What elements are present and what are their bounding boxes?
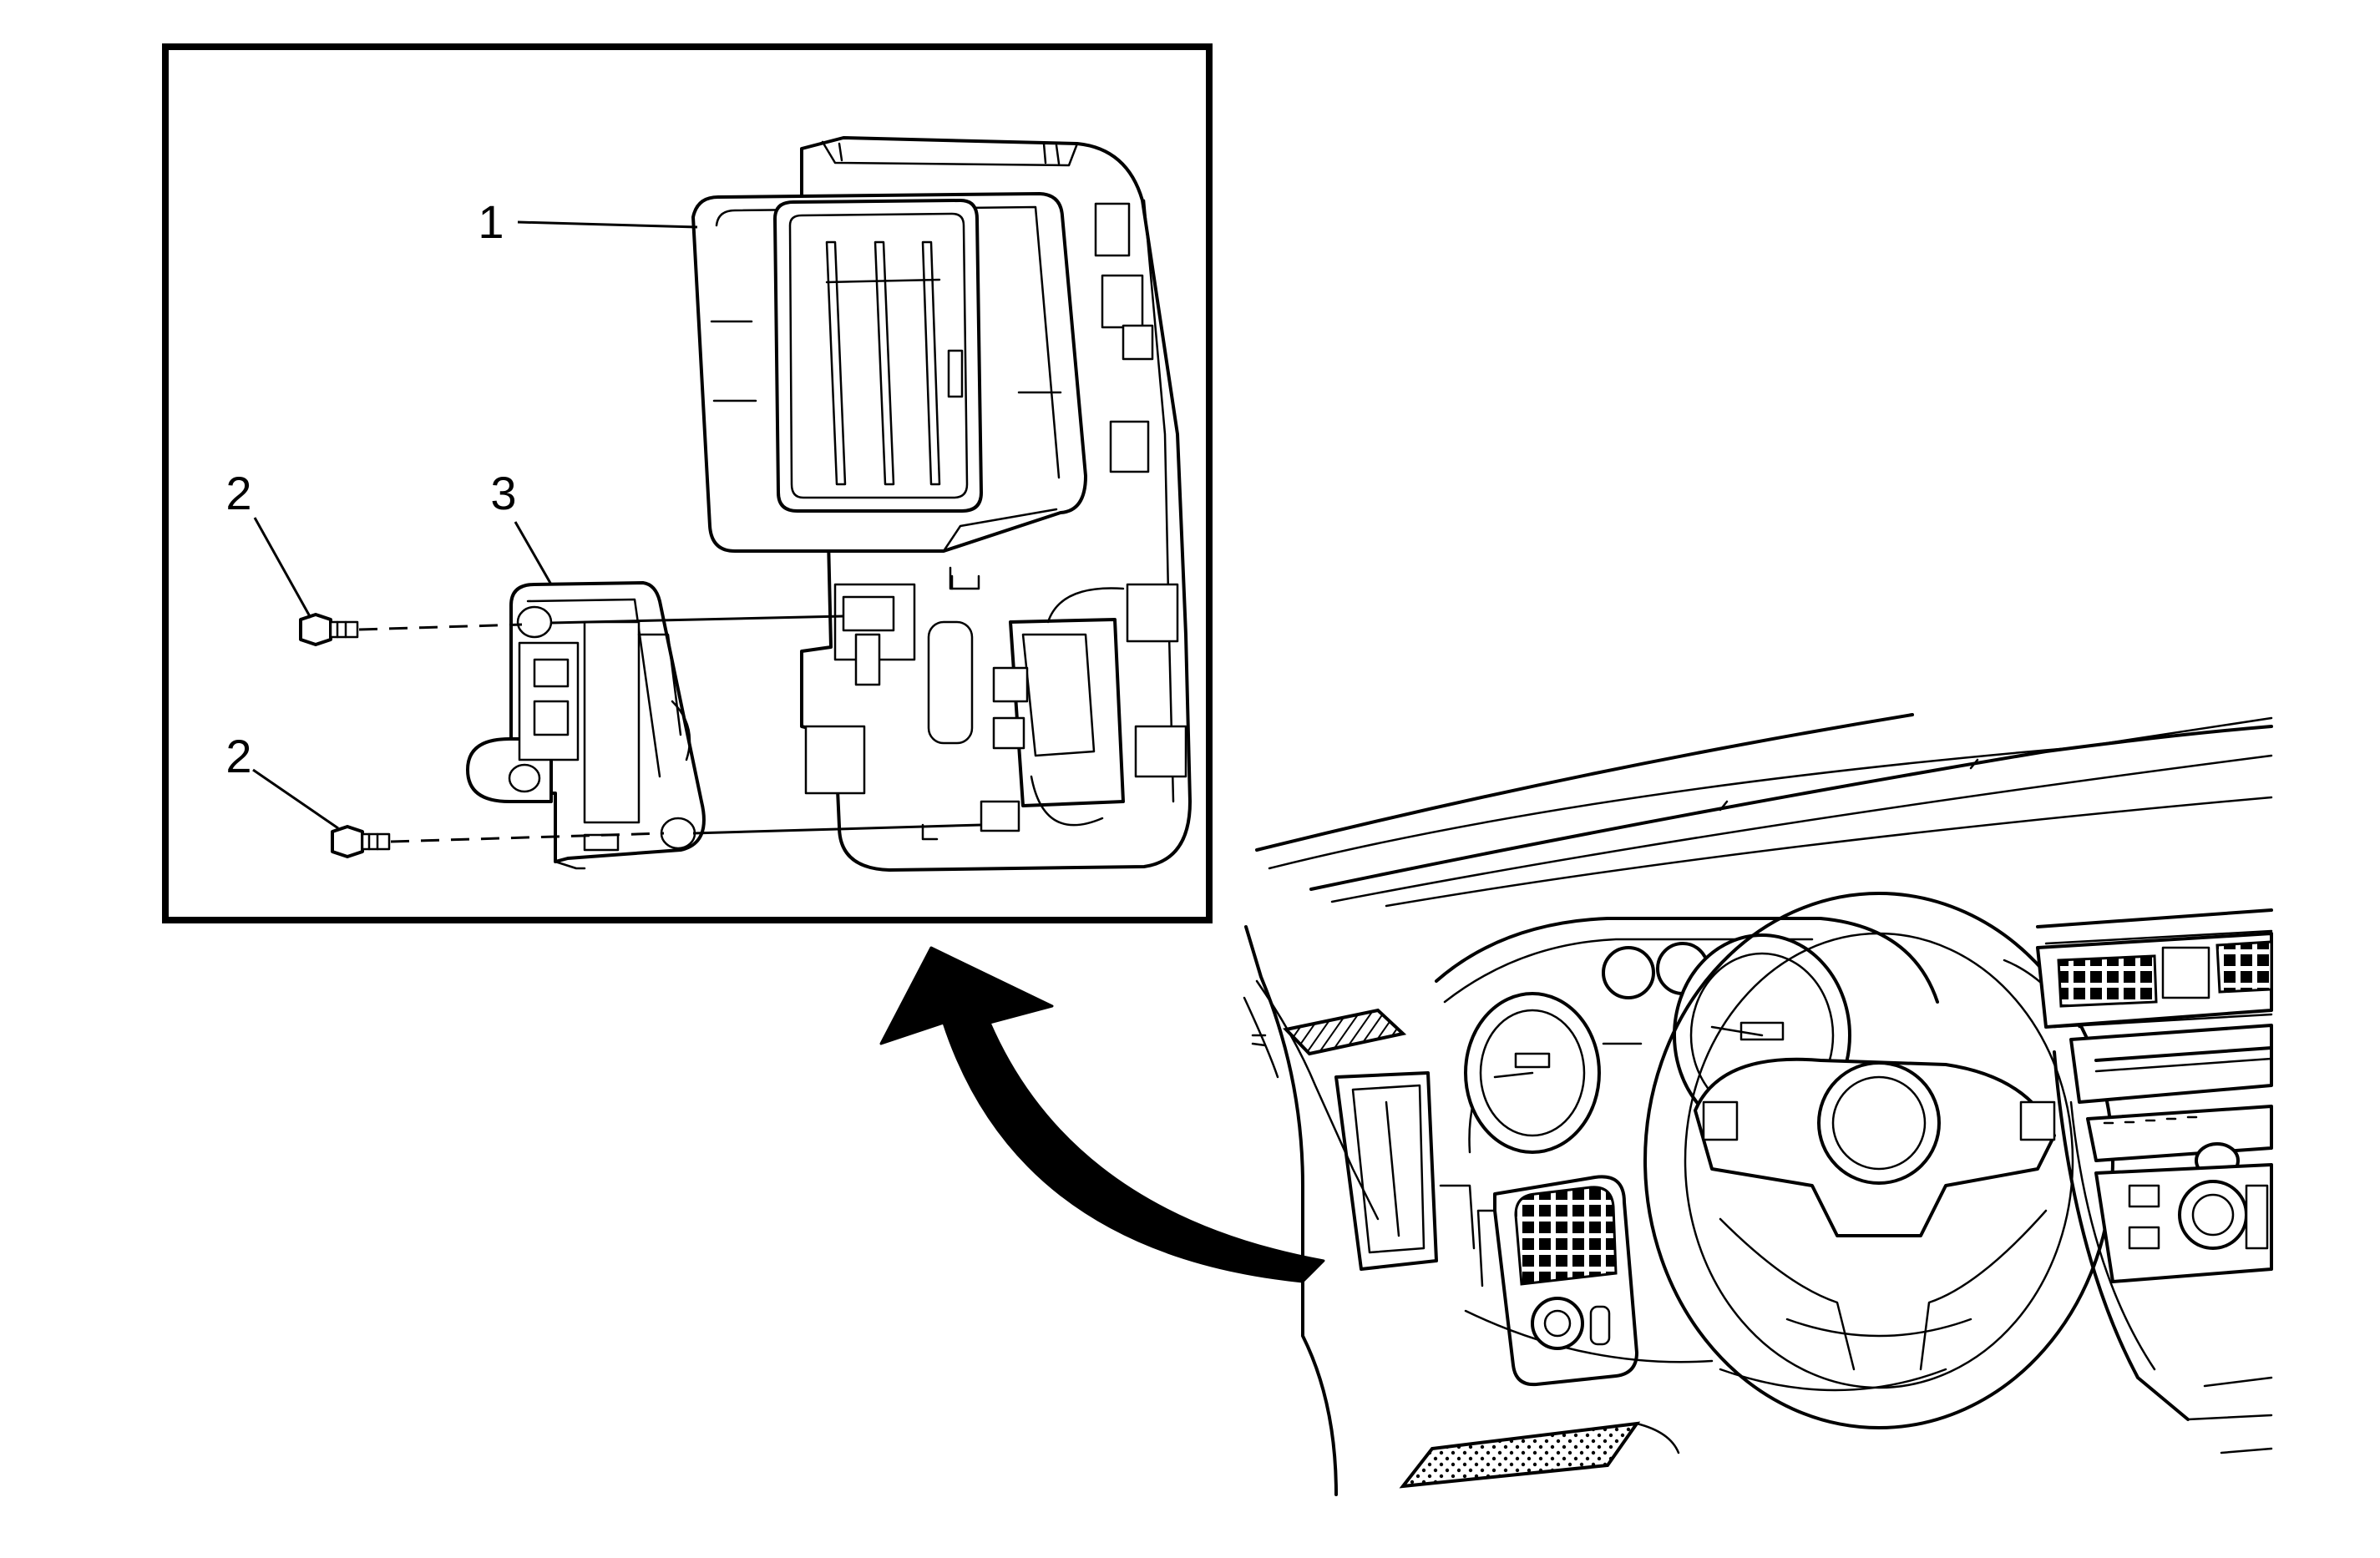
center-stack <box>2036 908 2273 1454</box>
connector-assembly <box>833 574 1125 832</box>
screw-lower <box>331 825 391 858</box>
assembly-lines <box>358 615 982 843</box>
steering-wheel <box>1643 892 2114 1429</box>
screw-upper <box>299 613 359 646</box>
air-outlet <box>691 192 1087 553</box>
driver-switch-panel <box>1476 1175 1638 1387</box>
callout-2-upper: 2 <box>225 467 251 519</box>
callout-3: 3 <box>490 467 516 519</box>
callout-2-lower: 2 <box>225 730 251 782</box>
callout-1: 1 <box>478 195 504 248</box>
dashboard-overview <box>1243 713 2273 1496</box>
detail-inset: 1 2 3 2 <box>162 43 1213 923</box>
switch-module <box>466 581 706 870</box>
leader-lines <box>252 220 698 830</box>
curved-arrow <box>879 946 1325 1283</box>
